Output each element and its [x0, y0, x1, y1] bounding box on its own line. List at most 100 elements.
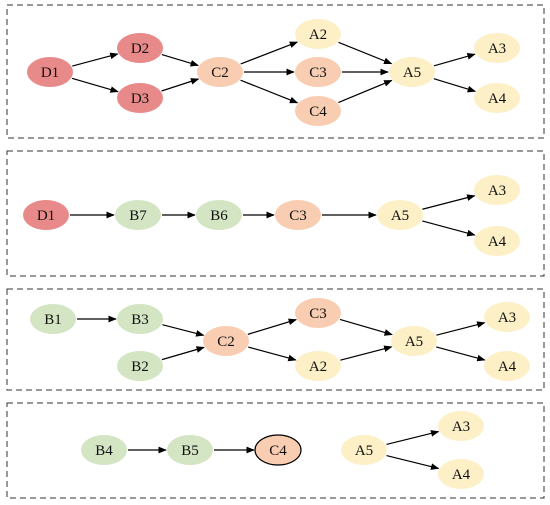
node-shape [391, 326, 437, 356]
node-label: B7 [129, 208, 147, 224]
node-shape [484, 302, 530, 332]
node-label: D1 [37, 208, 55, 224]
node-label: A4 [488, 91, 507, 107]
edge-p1-C4-to-p1-A5 [338, 79, 393, 104]
node-shape [30, 304, 76, 334]
node-label: A5 [405, 334, 423, 350]
node-p1-C3: C3 [295, 57, 341, 87]
node-p1-A5: A5 [389, 57, 435, 87]
node-label: B1 [44, 312, 62, 328]
panel-1-frame [6, 4, 545, 139]
node-shape [438, 459, 484, 489]
node-shape [254, 434, 302, 466]
node-p3-C2: C2 [203, 326, 249, 356]
node-label: A2 [309, 27, 327, 43]
node-p1-A2: A2 [295, 19, 341, 49]
edge-p3-B2-to-p3-C2 [161, 346, 205, 361]
panel-3-frame [6, 288, 545, 391]
node-label: A5 [391, 208, 409, 224]
node-shape [484, 351, 530, 381]
panel-2-frame [6, 150, 545, 277]
edge-p3-C3-to-p3-A5 [339, 318, 393, 336]
node-p3-A5: A5 [391, 326, 437, 356]
node-p3-B2: B2 [117, 351, 163, 381]
node-label: A4 [488, 234, 507, 250]
node-label: A3 [452, 419, 470, 435]
node-label: C3 [289, 208, 307, 224]
node-shape [275, 200, 321, 230]
node-shape [389, 57, 435, 87]
node-shape [117, 33, 163, 63]
node-shape [27, 57, 73, 87]
edge-p3-C2-to-p3-A2 [248, 346, 297, 362]
node-p1-D2: D2 [117, 33, 163, 63]
edge-p1-A5-to-p1-A3 [433, 53, 476, 67]
node-label: A5 [403, 65, 421, 81]
node-p4-B4: B4 [81, 435, 127, 465]
node-p1-C2: C2 [197, 57, 243, 87]
node-shape [167, 435, 213, 465]
node-shape [474, 33, 520, 63]
edge-p3-C2-to-p3-C3 [247, 318, 298, 335]
node-p4-A3: A3 [438, 411, 484, 441]
edge-p3-A5-to-p3-A4 [436, 346, 486, 362]
node-label: B4 [95, 443, 113, 459]
node-shape [117, 351, 163, 381]
node-p4-A5: A5 [341, 435, 387, 465]
node-p2-D1: D1 [23, 200, 69, 230]
node-label: C3 [309, 306, 327, 322]
node-label: C2 [217, 334, 235, 350]
node-p3-A4: A4 [484, 351, 530, 381]
node-shape [341, 435, 387, 465]
node-p3-A3: A3 [484, 302, 530, 332]
edge-p1-A5-to-p1-A4 [433, 78, 477, 93]
node-label: B2 [131, 359, 149, 375]
node-shape [295, 96, 341, 126]
node-shape [197, 57, 243, 87]
node-p2-A5: A5 [377, 200, 423, 230]
edge-p3-B3-to-p3-C2 [162, 324, 205, 337]
node-label: A4 [452, 467, 471, 483]
node-shape [203, 326, 249, 356]
node-label: B3 [131, 312, 149, 328]
edge-p2-A5-to-p2-A4 [422, 220, 476, 237]
node-label: C3 [309, 65, 327, 81]
node-shape [474, 83, 520, 113]
edge-p3-A5-to-p3-A3 [436, 321, 486, 336]
panel-4-frame [6, 402, 545, 499]
node-label: B6 [210, 208, 228, 224]
node-p3-B1: B1 [30, 304, 76, 334]
node-shape [377, 200, 423, 230]
node-label: C2 [211, 65, 229, 81]
node-shape [295, 57, 341, 87]
node-shape [474, 226, 520, 256]
node-p1-C4: C4 [295, 96, 341, 126]
node-p4-C4: C4 [254, 434, 302, 466]
node-p1-A4: A4 [474, 83, 520, 113]
node-label: D3 [131, 91, 149, 107]
node-shape [81, 435, 127, 465]
edge-p3-A2-to-p3-A5 [340, 345, 393, 361]
node-label: D2 [131, 41, 149, 57]
node-label: B5 [181, 443, 199, 459]
node-p2-A3: A3 [474, 175, 520, 205]
node-shape [474, 175, 520, 205]
node-label: C4 [309, 104, 327, 120]
node-p3-B3: B3 [117, 304, 163, 334]
node-p1-A3: A3 [474, 33, 520, 63]
node-shape [295, 298, 341, 328]
node-p1-D3: D3 [117, 83, 163, 113]
node-label: D1 [41, 65, 59, 81]
node-label: C4 [269, 443, 287, 459]
node-p3-C3: C3 [295, 298, 341, 328]
node-shape [117, 304, 163, 334]
node-p1-D1: D1 [27, 57, 73, 87]
edge-p1-D1-to-p1-D3 [71, 77, 119, 93]
node-p3-A2: A2 [295, 351, 341, 381]
node-shape [23, 200, 69, 230]
node-p2-A4: A4 [474, 226, 520, 256]
edge-p4-A5-to-p4-A3 [386, 430, 440, 446]
node-label: A3 [498, 310, 516, 326]
edge-p1-D2-to-p1-C2 [161, 53, 199, 67]
